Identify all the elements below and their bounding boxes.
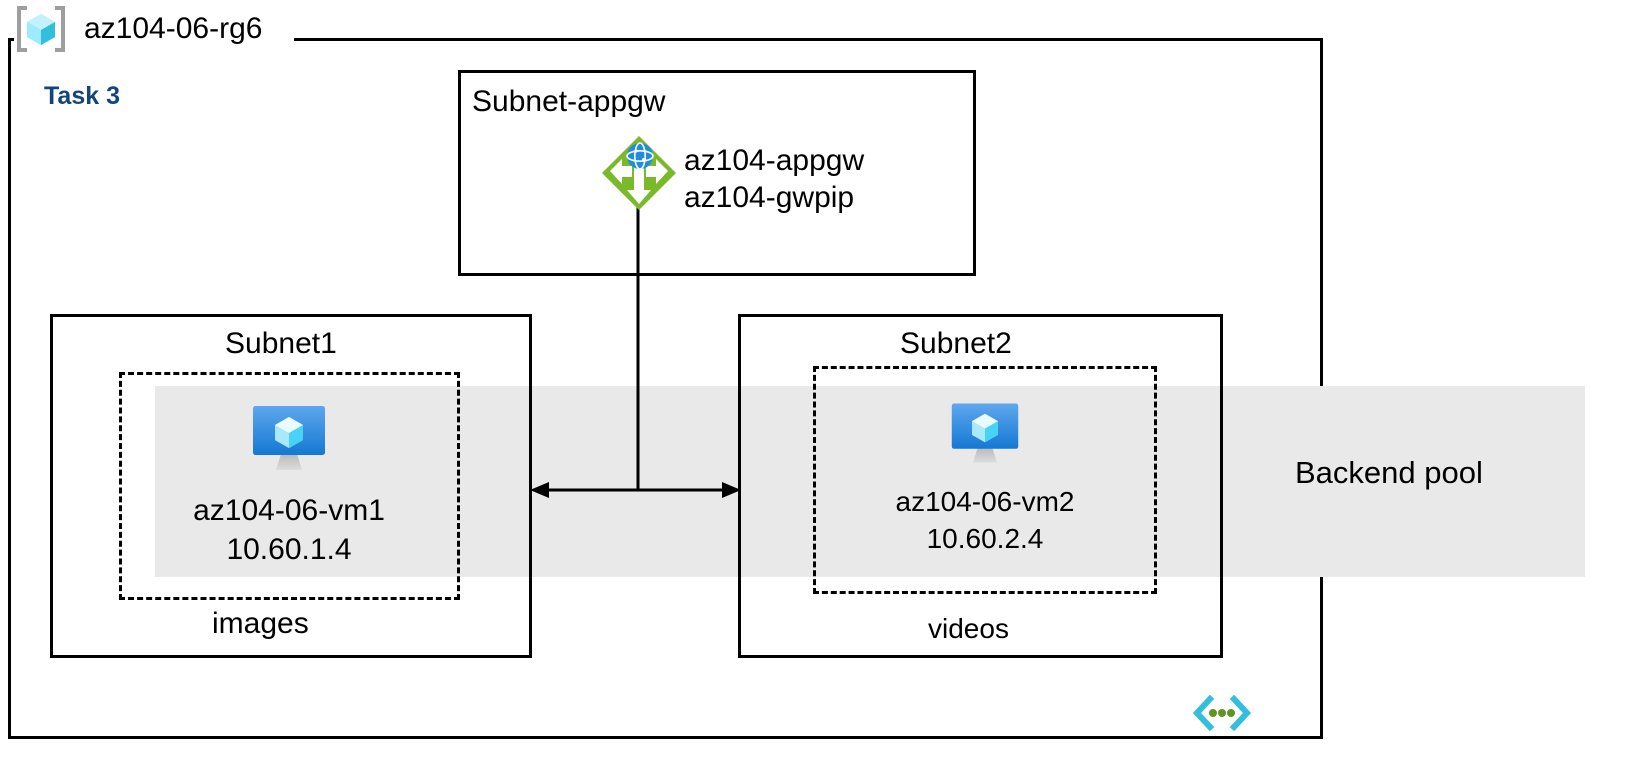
vm2-name: az104-06-vm2: [895, 486, 1075, 517]
subnet2-title: Subnet2: [900, 327, 1012, 360]
vm2-ip: 10.60.2.4: [926, 523, 1044, 554]
virtual-machine-icon: [835, 398, 1135, 475]
appgw-name-line-2: az104-gwpip: [684, 181, 855, 214]
virtual-network-icon: [1192, 692, 1252, 734]
task-label: Task 3: [44, 82, 120, 110]
subnet2-caption: videos: [928, 613, 1009, 644]
resource-group-name: az104-06-rg6: [84, 12, 263, 45]
subnet1-caption: images: [212, 607, 309, 640]
subnet-appgw-box: [458, 70, 976, 276]
backend-pool-label: Backend pool: [1295, 455, 1483, 490]
subnet2-vm-group-dashed: [813, 366, 1157, 594]
vm1-ip: 10.60.1.4: [226, 533, 352, 566]
vm1-block: az104-06-vm1 10.60.1.4: [139, 400, 439, 569]
subnet1-title: Subnet1: [225, 327, 337, 360]
resource-group-icon: [14, 5, 68, 53]
application-gateway-icon: [600, 134, 678, 212]
application-gateway-labels: az104-appgw az104-gwpip: [684, 142, 864, 216]
backend-pool-band: [155, 386, 1585, 577]
subnet-appgw-title: Subnet-appgw: [472, 85, 666, 118]
appgw-name-line-1: az104-appgw: [684, 144, 865, 177]
virtual-machine-icon: [139, 400, 439, 483]
resource-group-label-notch: [14, 26, 294, 52]
vm1-name: az104-06-vm1: [193, 494, 385, 527]
subnet1-vm-group-dashed: [119, 372, 460, 600]
vm2-block: az104-06-vm2 10.60.2.4: [835, 398, 1135, 557]
